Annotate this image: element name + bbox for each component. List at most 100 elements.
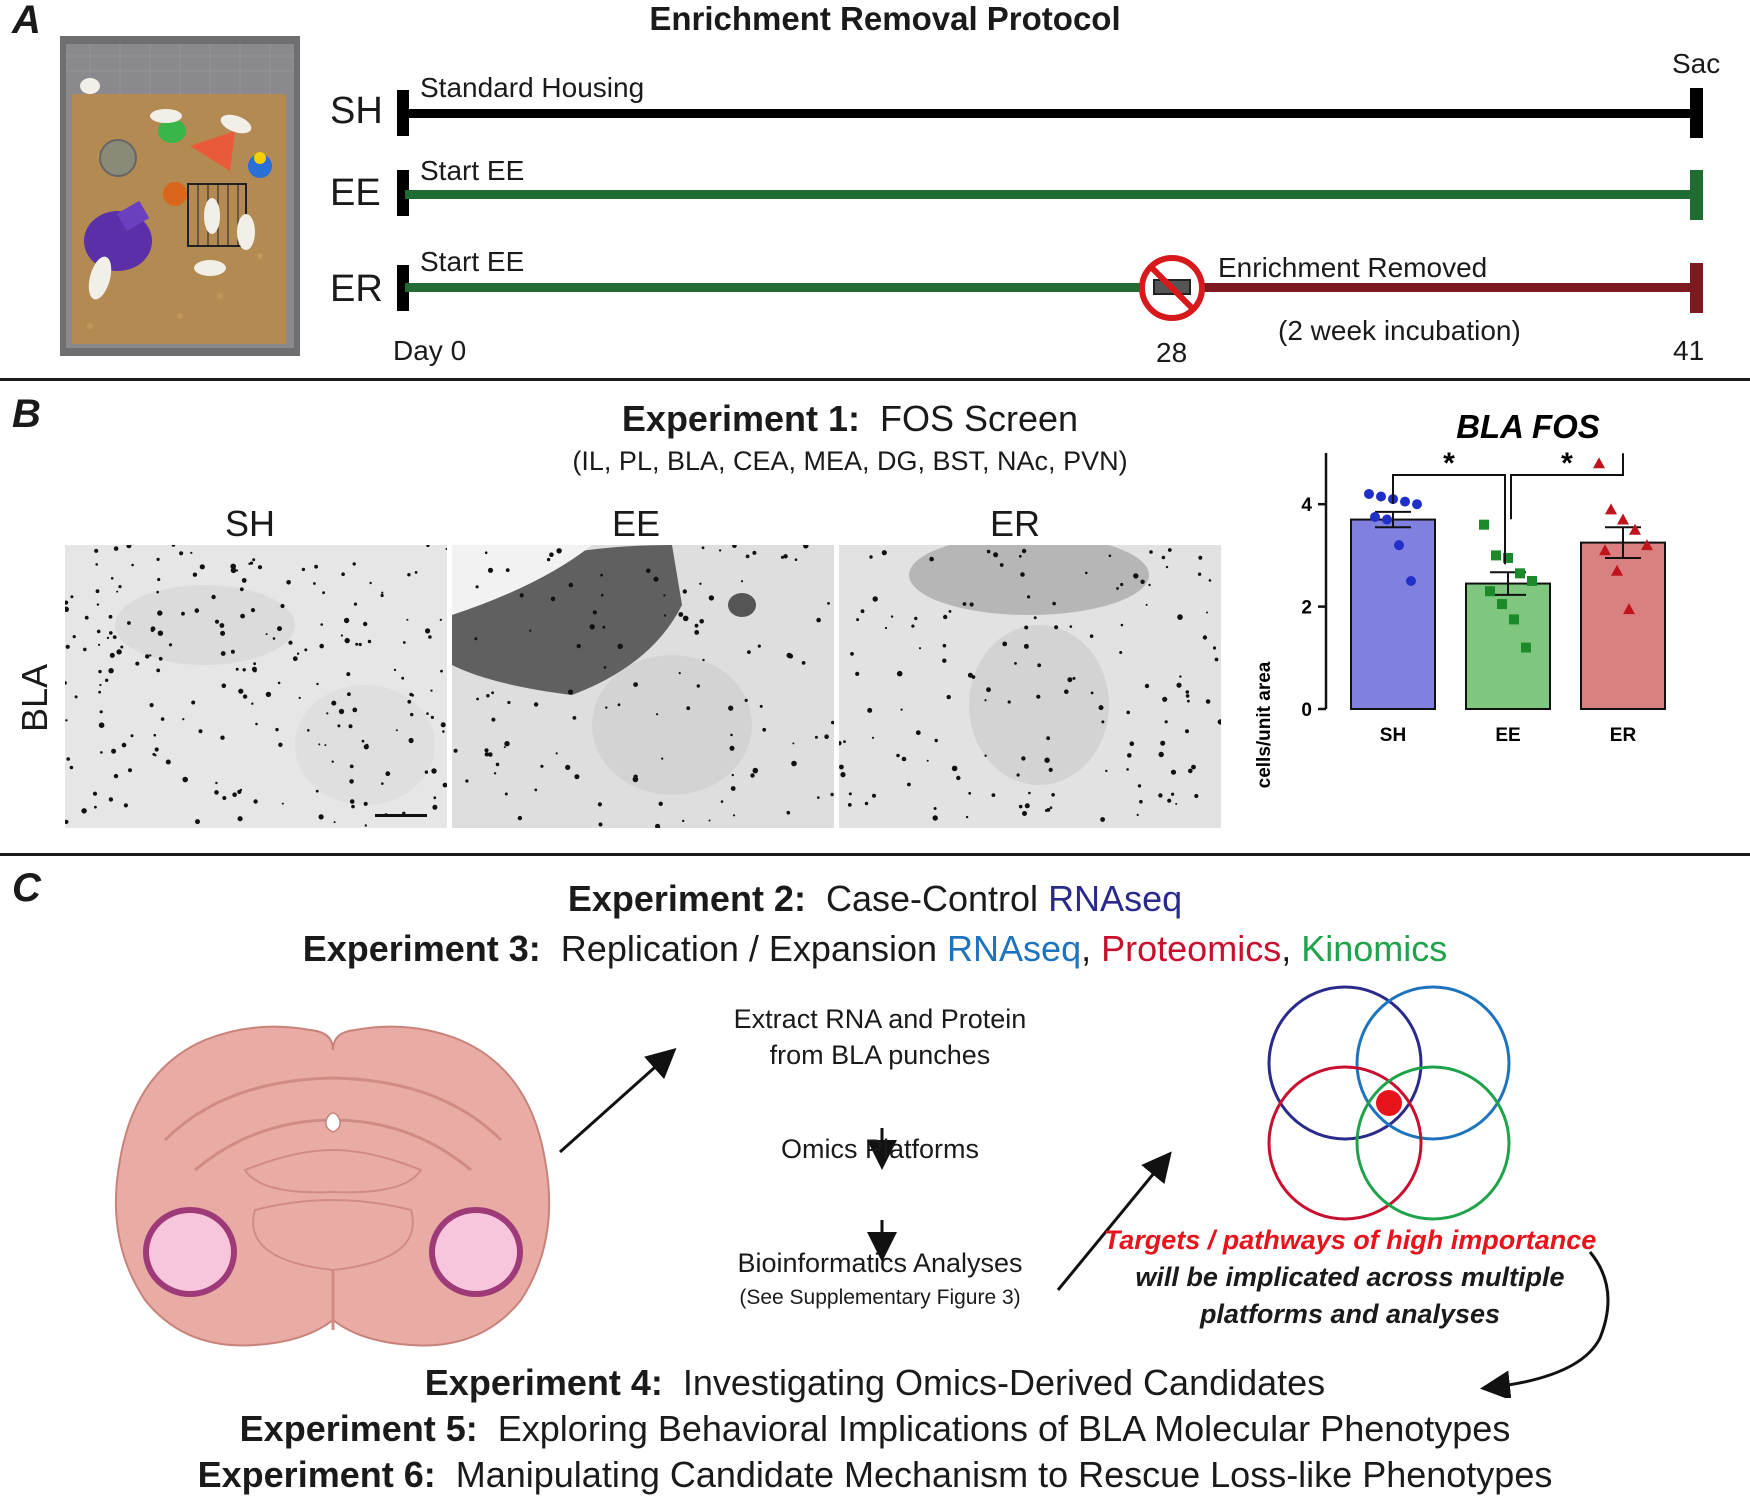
fos-cell-dot	[786, 652, 792, 659]
targets-line3: platforms and analyses	[1199, 1299, 1501, 1329]
fos-cell-dot	[296, 652, 300, 655]
fos-cell-dot	[281, 802, 284, 805]
exp3-kinomics: Kinomics	[1301, 928, 1448, 969]
fos-cell-dot	[149, 654, 152, 657]
fos-cell-dot	[503, 746, 506, 749]
fos-cell-dot	[731, 773, 734, 777]
fos-cell-dot	[135, 661, 140, 666]
fos-cell-dot	[488, 752, 493, 757]
fos-cell-dot	[313, 582, 316, 585]
fos-cell-dot	[1188, 768, 1193, 774]
significance-star: *	[1443, 447, 1455, 480]
fos-cell-dot	[425, 628, 431, 634]
fos-cell-dot	[158, 656, 163, 661]
fos-cell-dot	[94, 548, 99, 553]
fos-cell-dot	[149, 703, 154, 708]
fos-cell-dot	[999, 563, 1004, 567]
y-tick-label: 0	[1301, 700, 1312, 721]
fos-cell-dot	[1165, 565, 1169, 569]
fos-cell-dot	[242, 668, 246, 672]
fos-cell-dot	[1162, 696, 1168, 702]
fos-cell-dot	[128, 768, 132, 773]
fos-cell-dot	[126, 545, 132, 549]
fos-cell-dot	[428, 635, 432, 639]
exp4-text: Investigating Omics-Derived Candidates	[682, 1362, 1326, 1403]
fos-cell-dot	[220, 735, 225, 740]
fos-cell-dot	[556, 548, 562, 554]
fos-cell-dot	[655, 823, 661, 828]
fos-cell-dot	[333, 821, 336, 824]
fos-cell-dot	[830, 792, 834, 797]
fos-cell-dot	[337, 724, 341, 728]
panel-letter-c: C	[12, 866, 41, 910]
fos-cell-dot	[153, 733, 157, 737]
fos-cell-dot	[307, 729, 310, 732]
micrograph-er-svg	[839, 545, 1221, 822]
fos-cell-dot	[108, 668, 114, 674]
fos-cell-dot	[986, 549, 991, 554]
fos-cell-dot	[1105, 769, 1108, 773]
fos-cell-dot	[1126, 710, 1130, 715]
fos-cell-dot	[331, 700, 337, 706]
fos-cell-dot	[951, 765, 958, 772]
fos-cell-dot	[157, 610, 163, 616]
fos-cell-dot	[239, 788, 243, 792]
fos-cell-dot	[824, 734, 829, 739]
data-point	[1491, 550, 1501, 561]
flow-step2: Omics Platforms	[780, 1134, 980, 1164]
sh-timeline	[405, 109, 1700, 118]
fos-cell-dot	[298, 696, 301, 699]
fos-cell-dot	[442, 730, 445, 733]
incubation-label: (2 week incubation)	[1278, 315, 1521, 346]
fos-cell-dot	[66, 757, 70, 761]
fos-cell-dot	[493, 772, 497, 775]
fos-cell-dot	[121, 742, 127, 748]
fos-cell-dot	[550, 596, 556, 602]
fos-cell-dot	[1170, 769, 1177, 775]
fos-cell-dot	[507, 700, 511, 705]
fos-cell-dot	[926, 759, 929, 762]
fos-cell-dot	[476, 697, 479, 701]
fos-cell-dot	[96, 629, 101, 634]
fos-cell-dot	[1205, 699, 1211, 704]
fos-cell-dot	[839, 741, 842, 746]
micrograph-sh-svg	[65, 545, 447, 827]
fos-cell-dot	[424, 770, 429, 774]
fos-cell-dot	[364, 824, 367, 827]
fos-cell-dot	[1137, 784, 1142, 788]
data-point	[1605, 503, 1617, 515]
y-axis-label: cells/unit area	[1254, 661, 1275, 788]
fos-cell-dot	[602, 625, 606, 629]
fos-cell-dot	[732, 814, 736, 817]
fos-cell-dot	[1149, 550, 1153, 554]
fos-cell-dot	[407, 699, 412, 704]
fos-cell-dot	[358, 642, 362, 647]
fos-cell-dot	[83, 647, 87, 652]
fos-cell-dot	[251, 702, 254, 705]
fos-cell-dot	[69, 765, 74, 770]
fos-cell-dot	[363, 621, 368, 627]
fos-cell-dot	[678, 612, 684, 617]
fos-cell-dot	[720, 800, 724, 803]
fos-cell-dot	[160, 717, 165, 721]
fos-cell-dot	[1145, 603, 1148, 606]
data-point	[1364, 488, 1374, 499]
exp3-proteomics: Proteomics	[1101, 928, 1282, 969]
fos-cell-dot	[1214, 657, 1219, 662]
fos-cell-dot	[701, 546, 705, 550]
fos-cell-dot	[1116, 587, 1119, 590]
fos-cell-dot	[791, 760, 797, 767]
flow-arrows	[559, 1048, 897, 1262]
fos-cell-dot	[326, 712, 329, 715]
fos-cell-dot	[850, 652, 854, 656]
fos-cell-dot	[678, 672, 681, 675]
fos-cell-dot	[929, 556, 934, 562]
divider-ab	[0, 378, 1750, 381]
bar-sh	[1350, 518, 1436, 710]
fos-cell-dot	[130, 734, 134, 738]
fos-cell-dot	[1144, 683, 1150, 689]
fos-cell-dot	[221, 683, 227, 689]
fos-cell-dot	[803, 545, 809, 549]
fos-cell-dot	[663, 594, 666, 597]
